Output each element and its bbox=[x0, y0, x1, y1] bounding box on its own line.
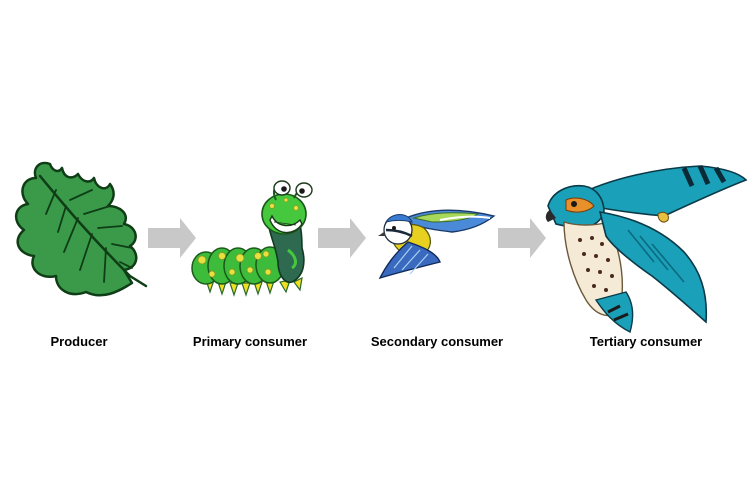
stage-label-secondary-consumer: Secondary consumer bbox=[370, 334, 504, 349]
stage-label-producer: Producer bbox=[50, 334, 108, 349]
stage-label-tertiary-consumer: Tertiary consumer bbox=[589, 334, 703, 349]
blue-tit-icon bbox=[378, 209, 496, 280]
flow-arrow bbox=[318, 218, 366, 258]
flow-arrow bbox=[148, 218, 196, 258]
hawk-icon bbox=[545, 164, 748, 334]
oak-leaf-icon bbox=[15, 161, 148, 297]
flow-arrow bbox=[498, 218, 546, 258]
caterpillar-icon bbox=[191, 180, 313, 297]
stage-label-primary-consumer: Primary consumer bbox=[192, 334, 308, 349]
